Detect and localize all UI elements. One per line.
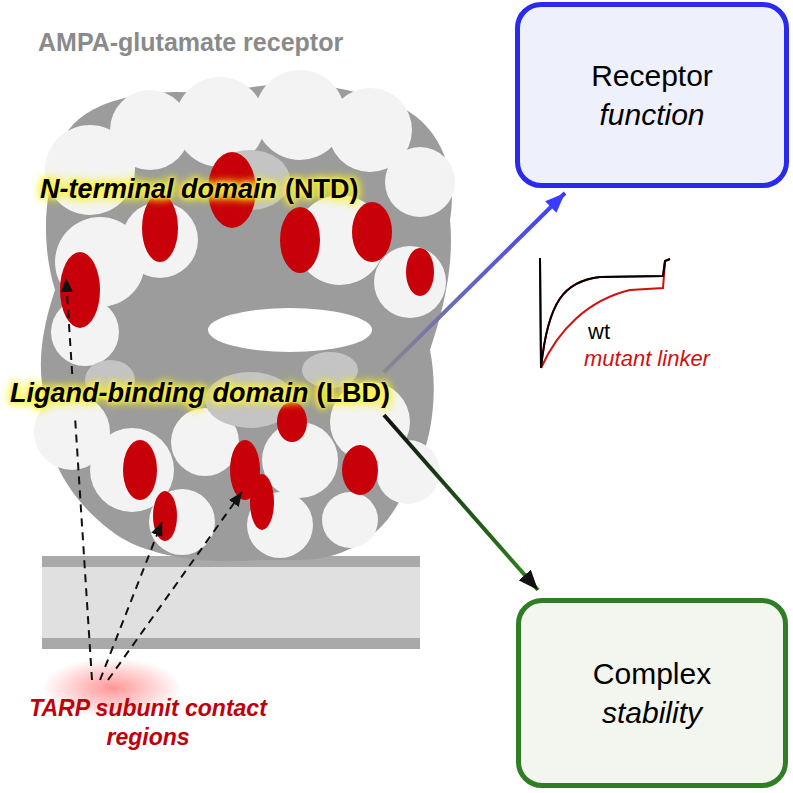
protein-surface: [322, 492, 378, 548]
protein-surface: [385, 147, 455, 217]
dashed-arrows: [75, 418, 92, 680]
membrane: [42, 557, 420, 649]
protein-surface: [374, 246, 446, 318]
protein-surface: [41, 84, 452, 561]
domain-label: Ligand-binding domain (LBD): [10, 378, 390, 409]
protein-surface: [149, 489, 215, 555]
dashed-arrows: [100, 522, 162, 680]
domain-name: (LBD): [316, 378, 389, 408]
protein-surface: [352, 202, 392, 262]
protein-surface: [406, 248, 434, 296]
outcome-box: Receptorfunction: [515, 2, 789, 188]
membrane: [42, 638, 420, 649]
membrane: [42, 556, 420, 649]
protein-surface: [342, 445, 378, 495]
stability-arrow: [384, 415, 538, 590]
outcome-box: Complexstability: [516, 598, 788, 788]
protein-surface: [376, 440, 440, 504]
domain-name: N-terminal domain: [40, 174, 277, 204]
protein-surface: [280, 207, 320, 273]
dashed-arrows: [66, 278, 72, 374]
dashed-arrows: [66, 278, 242, 680]
box-text: stability: [602, 693, 702, 732]
box-text: Receptor: [591, 56, 713, 95]
dashed-arrows: [108, 492, 242, 680]
domain-label: N-terminal domain (NTD): [40, 174, 359, 205]
box-text: Complex: [593, 654, 711, 693]
callout-text: TARP subunit contact regions: [18, 694, 278, 752]
protein-surface: [142, 194, 178, 262]
protein-surface: [34, 70, 455, 561]
protein-surface: [60, 152, 434, 541]
function-arrow: [384, 193, 565, 372]
protein-surface: [250, 474, 274, 530]
trace-label: wt: [588, 318, 610, 346]
protein-surface: [34, 70, 455, 558]
domain-name: (NTD): [285, 174, 358, 204]
protein-surface: [123, 440, 157, 500]
box-text: function: [599, 95, 704, 134]
domain-name: Ligand-binding domain: [10, 378, 308, 408]
trace-label: mutant linker: [584, 345, 710, 373]
figure-title: AMPA-glutamate receptor: [38, 28, 343, 57]
protein-surface: [208, 308, 372, 352]
protein-surface: [277, 402, 307, 442]
